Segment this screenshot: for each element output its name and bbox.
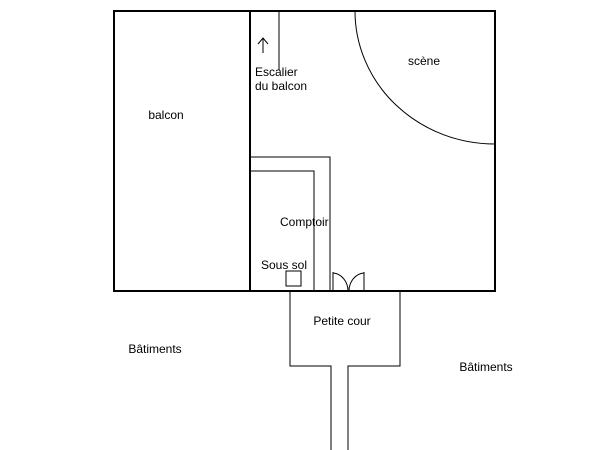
label-sous-sol: Sous sol	[261, 258, 307, 272]
label-escalier-line2: du balcon	[255, 79, 307, 93]
label-balcon: balcon	[148, 108, 183, 122]
arrow-up-icon	[257, 37, 269, 53]
building-outline	[113, 10, 496, 292]
courtyard-outline-right	[347, 291, 401, 450]
counter-outer	[250, 156, 331, 291]
label-escalier-line1: Escalier	[255, 65, 298, 79]
double-door-icon	[332, 272, 365, 292]
stage-arc	[354, 10, 496, 145]
label-petite-cour: Petite cour	[313, 314, 370, 328]
basement-hatch	[285, 270, 302, 287]
courtyard-outline	[289, 291, 332, 450]
label-comptoir: Comptoir	[280, 215, 329, 229]
label-batiments-right: Bâtiments	[459, 360, 512, 374]
counter-inner	[250, 170, 315, 291]
label-scene: scène	[408, 54, 440, 68]
label-batiments-left: Bâtiments	[128, 342, 181, 356]
